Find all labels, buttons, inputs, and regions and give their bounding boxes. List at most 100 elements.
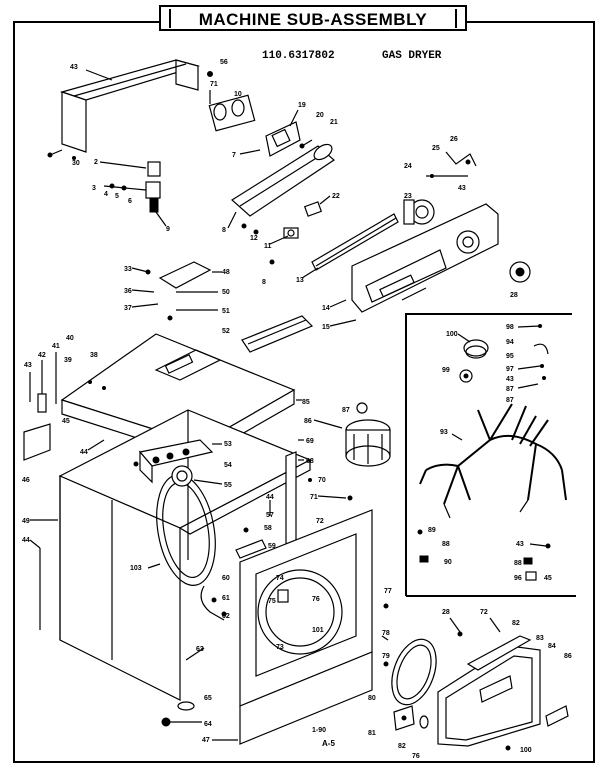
callout: 103: [130, 565, 142, 572]
callout: 85: [302, 399, 310, 406]
callout: 47: [202, 737, 210, 744]
callout: 4: [104, 191, 108, 198]
cabinet-body: [58, 409, 312, 701]
callout: 54: [224, 462, 232, 469]
callout: 68: [306, 458, 314, 465]
side-bracket: [23, 423, 51, 461]
callout: 14: [322, 305, 330, 312]
callout: 89: [428, 527, 436, 534]
front-panel: [239, 509, 373, 707]
lint-duct: [241, 315, 314, 353]
callout: 93: [440, 429, 448, 436]
callout: 82: [512, 620, 520, 627]
callout: 80: [368, 695, 376, 702]
callout: 75: [268, 598, 276, 605]
callout: 65: [204, 695, 212, 702]
callout: 45: [62, 418, 70, 425]
callout: 101: [312, 627, 324, 634]
callout: 7: [232, 152, 236, 159]
callout: 70: [318, 477, 326, 484]
callout: 62: [222, 613, 230, 620]
callout: 48: [222, 269, 230, 276]
callout: 36: [124, 288, 132, 295]
callout: 24: [404, 163, 412, 170]
callout: 51: [222, 308, 230, 315]
callout: 56: [220, 59, 228, 66]
callout: 28: [442, 609, 450, 616]
callout: 25: [432, 145, 440, 152]
callout: 100: [520, 747, 532, 754]
callout: 2: [94, 159, 98, 166]
rear-top-rail: [59, 59, 201, 153]
callout: 37: [124, 305, 132, 312]
callout: 41: [52, 343, 60, 350]
switch-assembly: [145, 161, 161, 213]
terminal-plate: [158, 261, 212, 289]
door-switch: [29, 352, 57, 413]
callout: 94: [506, 339, 514, 346]
callout: 43: [70, 64, 78, 71]
callout: 50: [222, 289, 230, 296]
mounting-bracket: [265, 121, 301, 157]
callout: 43: [506, 376, 514, 383]
terminal-connector: [459, 369, 473, 383]
callout: 43: [458, 185, 466, 192]
callout: 9: [166, 226, 170, 233]
callout: 60: [222, 575, 230, 582]
callout: 19: [298, 102, 306, 109]
callout: 53: [224, 441, 232, 448]
callout: 12: [250, 235, 258, 242]
callout: 98: [506, 324, 514, 331]
page-title: MACHINE SUB-ASSEMBLY: [199, 10, 428, 29]
callout: 30: [72, 160, 80, 167]
wire-clip: [533, 343, 549, 355]
callout: 96: [514, 575, 522, 582]
callout: 95: [506, 353, 514, 360]
lamp-socket: [283, 227, 299, 239]
callout: 8: [222, 227, 226, 234]
timer-motor: [403, 199, 435, 225]
wiring-harness: [419, 403, 567, 519]
callout: 83: [536, 635, 544, 642]
callout: 40: [66, 335, 74, 342]
callout: 49: [22, 518, 30, 525]
callout: 20: [316, 112, 324, 119]
control-console: [351, 203, 499, 313]
control-knob: [509, 261, 531, 283]
door-hinge: [393, 705, 429, 731]
callout: 44: [266, 494, 274, 501]
wiring-inset: [405, 313, 576, 597]
callout: 77: [384, 588, 392, 595]
callout: 45: [544, 575, 552, 582]
wire-coil: [463, 339, 489, 359]
callout: 72: [316, 518, 324, 525]
model-number: 110.6317802: [262, 50, 335, 62]
callout: 100: [446, 331, 458, 338]
callout: 57: [266, 512, 274, 519]
door-strike: [545, 705, 569, 727]
callout: 76: [312, 596, 320, 603]
callout: 74: [276, 575, 284, 582]
callout: 46: [22, 477, 30, 484]
callout: 55: [224, 482, 232, 489]
title-block: MACHINE SUB-ASSEMBLY: [159, 5, 467, 31]
callout: 99: [442, 367, 450, 374]
callout: 39: [64, 357, 72, 364]
callout: 10: [234, 91, 242, 98]
callout: 21: [330, 119, 338, 126]
callout: 73: [276, 644, 284, 651]
callout: 5: [115, 193, 119, 200]
callout: 44: [80, 449, 88, 456]
callout: 87: [342, 407, 350, 414]
callout: 61: [222, 595, 230, 602]
callout: 52: [222, 328, 230, 335]
callout: 76: [412, 753, 420, 760]
callout: 42: [38, 352, 46, 359]
callout: 69: [306, 438, 314, 445]
callout: 88: [514, 560, 522, 567]
callout: 15: [322, 324, 330, 331]
callout: 87: [506, 386, 514, 393]
callout: 81: [368, 730, 376, 737]
callout: 84: [548, 643, 556, 650]
